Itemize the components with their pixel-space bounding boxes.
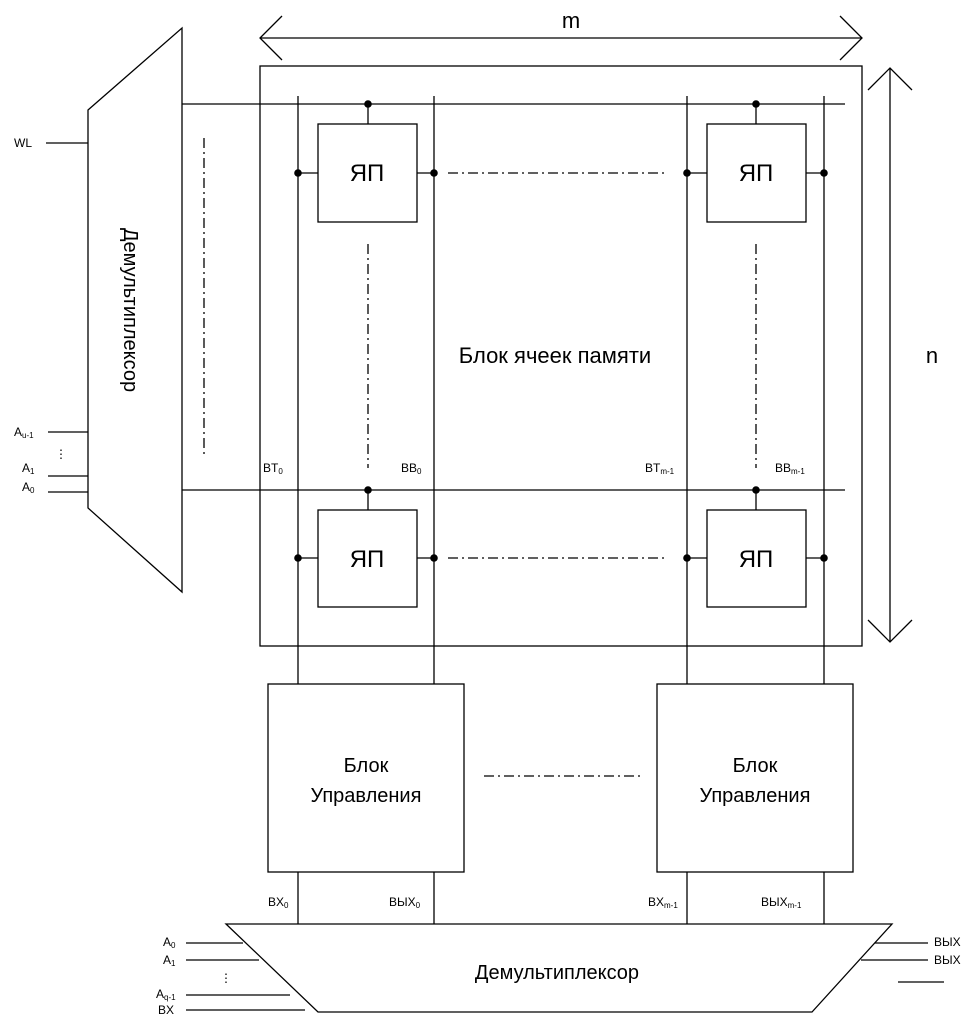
memory-cell-bottom-left: [317, 509, 418, 608]
memory-cell-top-right: [706, 123, 807, 223]
memory-block-frame: [259, 65, 863, 647]
bottom-demux-label: Демультиплексор: [475, 962, 639, 984]
output-label: ВЫХ0: [389, 895, 421, 910]
left-demultiplexer: [87, 26, 183, 594]
bit-line-label-btm1: BTm-1: [645, 461, 675, 476]
bit-line-label-bb0: BB0: [401, 461, 422, 476]
address-input-label: Aq-1: [156, 987, 176, 1002]
ellipsis-icon: ⋮: [220, 971, 232, 985]
cell-label: ЯП: [739, 546, 774, 573]
bit-line-label-bt0: BT0: [263, 461, 283, 476]
height-label: n: [926, 343, 938, 368]
bit-line-label-bbm1: BBm-1: [775, 461, 805, 476]
input-label: BXm-1: [648, 895, 678, 910]
bottom-demultiplexer: [224, 923, 894, 1013]
wl-label: WL: [14, 136, 32, 150]
cell-label: ЯП: [350, 546, 385, 573]
output-label: ВЫХ: [934, 935, 961, 949]
address-input-label: Au-1: [14, 425, 34, 440]
width-dimension-arrow: [259, 15, 863, 61]
address-input-label: A1: [163, 953, 176, 968]
cell-label: ЯП: [739, 160, 774, 187]
address-input-label: A1: [22, 461, 35, 476]
inverted-output-label: ВЫХ: [934, 953, 961, 967]
address-input-label: A0: [22, 480, 35, 495]
memory-cell-bottom-right: [706, 509, 807, 608]
control-block-label: Управления: [311, 785, 422, 807]
height-dimension-arrow: [867, 67, 913, 643]
data-input-label: BX: [158, 1003, 174, 1017]
output-label: ВЫХm-1: [761, 895, 802, 910]
input-label: BX0: [268, 895, 289, 910]
memory-block-label: Блок ячеек памяти: [459, 343, 651, 368]
control-block-label: Управления: [700, 785, 811, 807]
control-block-label: Блок: [344, 755, 389, 777]
junction-dots: [294, 100, 828, 562]
control-block-0: [267, 683, 465, 873]
memory-cell-top-left: [317, 123, 418, 223]
control-block-label: Блок: [733, 755, 778, 777]
control-block-m1: [656, 683, 854, 873]
ellipsis-icon: ⋮: [55, 447, 67, 461]
left-demux-label: Демультиплексор: [119, 228, 141, 392]
cell-label: ЯП: [350, 160, 385, 187]
width-label: m: [562, 8, 580, 33]
address-input-label: A0: [163, 935, 176, 950]
